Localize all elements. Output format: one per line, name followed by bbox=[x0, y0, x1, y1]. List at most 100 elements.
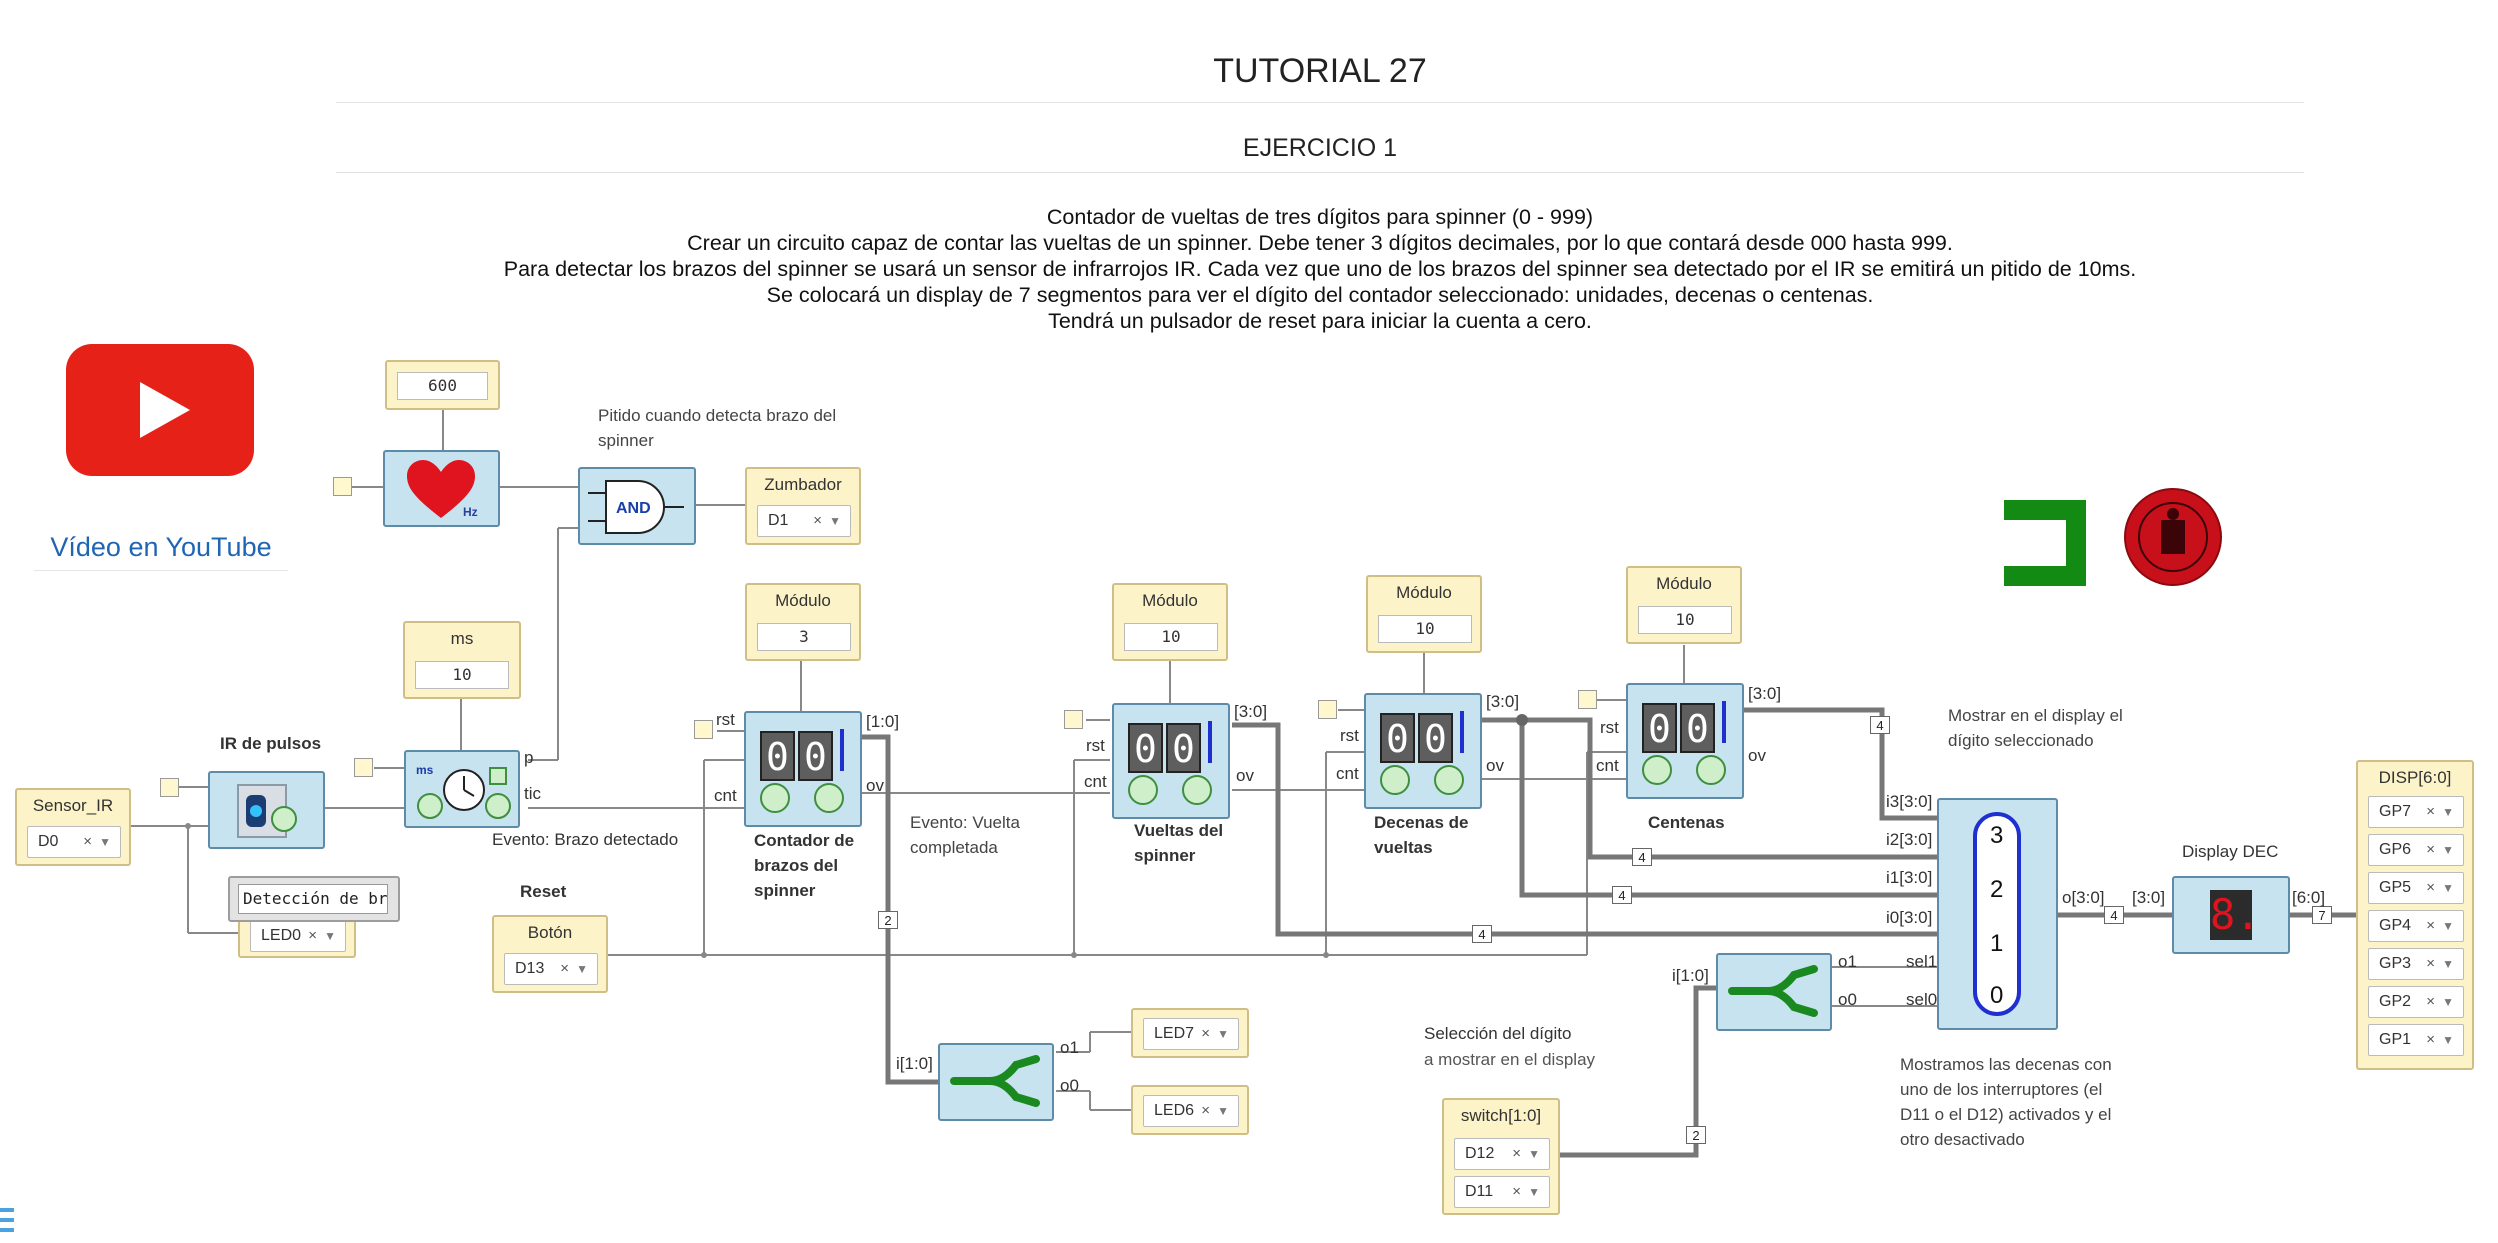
disp-pin-select[interactable]: GP2×▼ bbox=[2368, 986, 2464, 1018]
disp-pin-select[interactable]: GP6×▼ bbox=[2368, 834, 2464, 866]
input-pin[interactable] bbox=[1578, 690, 1597, 709]
clear-icon[interactable]: × bbox=[1201, 1102, 1210, 1119]
input-pin[interactable] bbox=[354, 758, 373, 777]
clear-icon[interactable]: × bbox=[2426, 841, 2435, 858]
input-pin[interactable] bbox=[1318, 700, 1337, 719]
input-pin[interactable] bbox=[160, 778, 179, 797]
display-out-label: [6:0] bbox=[2292, 888, 2326, 907]
disp-pin-select[interactable]: GP7×▼ bbox=[2368, 796, 2464, 828]
module-value[interactable]: 3 bbox=[757, 623, 851, 651]
module-value[interactable]: 10 bbox=[1378, 615, 1472, 643]
cnt-label: cnt bbox=[714, 786, 737, 805]
sensor-pin-select[interactable]: D0 ×▼ bbox=[27, 826, 121, 858]
display-dec-block[interactable]: 8. bbox=[2172, 876, 2290, 954]
mux-input-label: i0[3:0] bbox=[1886, 908, 1933, 927]
clear-icon[interactable]: × bbox=[308, 927, 317, 944]
display-in-label: [3:0] bbox=[2132, 888, 2166, 907]
switch-pin: D11 bbox=[1465, 1183, 1494, 1200]
buzzer-pin-select[interactable]: D1 ×▼ bbox=[757, 505, 851, 537]
chevron-down-icon[interactable]: ▼ bbox=[324, 929, 336, 943]
disp-pin: GP3 bbox=[2379, 955, 2412, 972]
clear-icon[interactable]: × bbox=[2426, 803, 2435, 820]
button-pin-select[interactable]: D13 × ▼ bbox=[504, 953, 598, 985]
clear-icon[interactable]: × bbox=[1512, 1183, 1521, 1200]
disp-pin-select[interactable]: GP1×▼ bbox=[2368, 1024, 2464, 1056]
counter3-block[interactable]: 0 0 bbox=[1364, 693, 1482, 809]
clear-icon[interactable]: × bbox=[2426, 1031, 2435, 1048]
module-value[interactable]: 10 bbox=[1124, 623, 1218, 651]
counter4-block[interactable]: 0 0 bbox=[1626, 683, 1744, 799]
chevron-down-icon[interactable]: ▼ bbox=[2442, 881, 2454, 895]
switch-pin-select[interactable]: D11 × ▼ bbox=[1454, 1176, 1550, 1208]
switch-pin-select[interactable]: D12 ×▼ bbox=[1454, 1138, 1550, 1170]
ov-label: ov bbox=[1486, 756, 1504, 775]
youtube-logo-icon[interactable] bbox=[66, 344, 254, 476]
led6-pin-select[interactable]: LED6 ×▼ bbox=[1143, 1095, 1239, 1127]
counter2-block[interactable]: 0 0 bbox=[1112, 703, 1230, 819]
ms-value[interactable]: 10 bbox=[415, 661, 509, 689]
youtube-link[interactable]: Vídeo en YouTube bbox=[50, 532, 272, 562]
split1-block[interactable] bbox=[938, 1043, 1054, 1121]
chevron-down-icon[interactable]: ▼ bbox=[829, 514, 841, 528]
mux-out-label: o[3:0] bbox=[2062, 888, 2105, 907]
cnt-label: cnt bbox=[1336, 764, 1359, 783]
chevron-down-icon[interactable]: ▼ bbox=[2442, 805, 2454, 819]
selection-sublabel: a mostrar en el display bbox=[1424, 1050, 1596, 1069]
split2-block[interactable] bbox=[1716, 953, 1832, 1031]
chevron-down-icon[interactable]: ▼ bbox=[1217, 1027, 1229, 1041]
counter-digit: 0 bbox=[760, 731, 795, 781]
clear-icon[interactable]: × bbox=[813, 512, 822, 529]
led6-output: LED6 ×▼ bbox=[1131, 1085, 1249, 1135]
detection-label[interactable]: Detección de brazo bbox=[238, 884, 388, 914]
disp-pin-select[interactable]: GP5×▼ bbox=[2368, 872, 2464, 904]
timer-block[interactable]: ms bbox=[404, 750, 520, 828]
chevron-down-icon[interactable]: ▼ bbox=[1217, 1104, 1229, 1118]
chevron-down-icon[interactable]: ▼ bbox=[2442, 919, 2454, 933]
bus-width-badge: 2 bbox=[878, 911, 898, 929]
chevron-down-icon[interactable]: ▼ bbox=[2442, 843, 2454, 857]
input-pin[interactable] bbox=[694, 720, 713, 739]
mux-input-label: i3[3:0] bbox=[1886, 792, 1933, 811]
clear-icon[interactable]: × bbox=[1512, 1145, 1521, 1162]
led0-pin-select[interactable]: LED0 ×▼ bbox=[250, 920, 346, 952]
split-in-label: i[1:0] bbox=[1672, 966, 1709, 985]
chevron-down-icon[interactable]: ▼ bbox=[99, 835, 111, 849]
multiplexer-block[interactable]: 3 2 1 0 bbox=[1937, 798, 2058, 1030]
up-arrow-icon bbox=[1208, 721, 1212, 763]
counter1-block[interactable]: 0 0 bbox=[744, 711, 862, 827]
heart-frequency-block[interactable]: Hz bbox=[383, 450, 500, 527]
divider bbox=[34, 570, 288, 571]
module-value[interactable]: 10 bbox=[1638, 606, 1732, 634]
up-arrow-icon bbox=[1722, 701, 1726, 743]
out-label: [3:0] bbox=[1234, 702, 1268, 721]
input-pin[interactable] bbox=[1064, 710, 1083, 729]
buzzer-output: Zumbador D1 ×▼ bbox=[745, 467, 861, 545]
chevron-down-icon[interactable]: ▼ bbox=[1528, 1185, 1540, 1199]
clear-icon[interactable]: × bbox=[560, 960, 569, 977]
seven-segment-digit: 8. bbox=[2210, 890, 2261, 940]
description-line: Contador de vueltas de tres dígitos para… bbox=[1046, 205, 1594, 229]
disp-pin-select[interactable]: GP4×▼ bbox=[2368, 910, 2464, 942]
and-gate-block[interactable]: AND bbox=[578, 467, 696, 545]
disp-pin-select[interactable]: GP3 × ▼ bbox=[2368, 948, 2464, 980]
up-arrow-icon bbox=[1460, 711, 1464, 753]
frequency-value[interactable]: 600 bbox=[397, 372, 488, 400]
chevron-down-icon[interactable]: ▼ bbox=[576, 962, 588, 976]
chevron-down-icon[interactable]: ▼ bbox=[2442, 1033, 2454, 1047]
ir-pulse-block[interactable] bbox=[208, 771, 325, 849]
button-pin: D13 bbox=[515, 960, 545, 977]
chevron-down-icon[interactable]: ▼ bbox=[1528, 1147, 1540, 1161]
pulse-icon bbox=[1434, 765, 1464, 795]
clear-icon[interactable]: × bbox=[83, 833, 92, 850]
clear-icon[interactable]: × bbox=[2426, 879, 2435, 896]
chevron-down-icon[interactable]: ▼ bbox=[2442, 995, 2454, 1009]
buzzer-title: Zumbador bbox=[764, 475, 842, 494]
menu-icon[interactable] bbox=[0, 1208, 14, 1238]
chevron-down-icon[interactable]: ▼ bbox=[2442, 957, 2454, 971]
clear-icon[interactable]: × bbox=[1201, 1025, 1210, 1042]
clear-icon[interactable]: × bbox=[2426, 955, 2435, 972]
clear-icon[interactable]: × bbox=[2426, 993, 2435, 1010]
input-pin[interactable] bbox=[333, 477, 352, 496]
clear-icon[interactable]: × bbox=[2426, 917, 2435, 934]
led7-pin-select[interactable]: LED7 ×▼ bbox=[1143, 1018, 1239, 1050]
